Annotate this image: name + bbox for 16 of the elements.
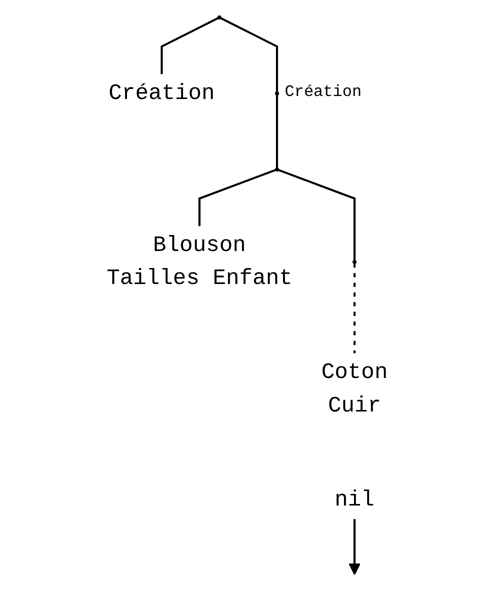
tree-branch-line bbox=[161, 17, 219, 74]
node-caption: Création bbox=[284, 83, 362, 102]
tree-branch-line bbox=[278, 168, 356, 261]
node-label: nil bbox=[334, 487, 375, 512]
node-label: Blouson Tailles Enfant bbox=[106, 233, 293, 292]
branch-dot bbox=[275, 167, 280, 172]
node-label: Création bbox=[109, 81, 216, 106]
tree-branch-line bbox=[354, 263, 356, 354]
arrow bbox=[348, 519, 361, 575]
branch-dot bbox=[352, 260, 357, 264]
tree-branch-line bbox=[220, 17, 278, 92]
branch-dot bbox=[218, 15, 222, 20]
tree-branch-line bbox=[198, 168, 276, 226]
tree-branch-line bbox=[276, 94, 278, 168]
branch-dot bbox=[275, 91, 280, 96]
node-label: Coton Cuir bbox=[322, 360, 388, 418]
